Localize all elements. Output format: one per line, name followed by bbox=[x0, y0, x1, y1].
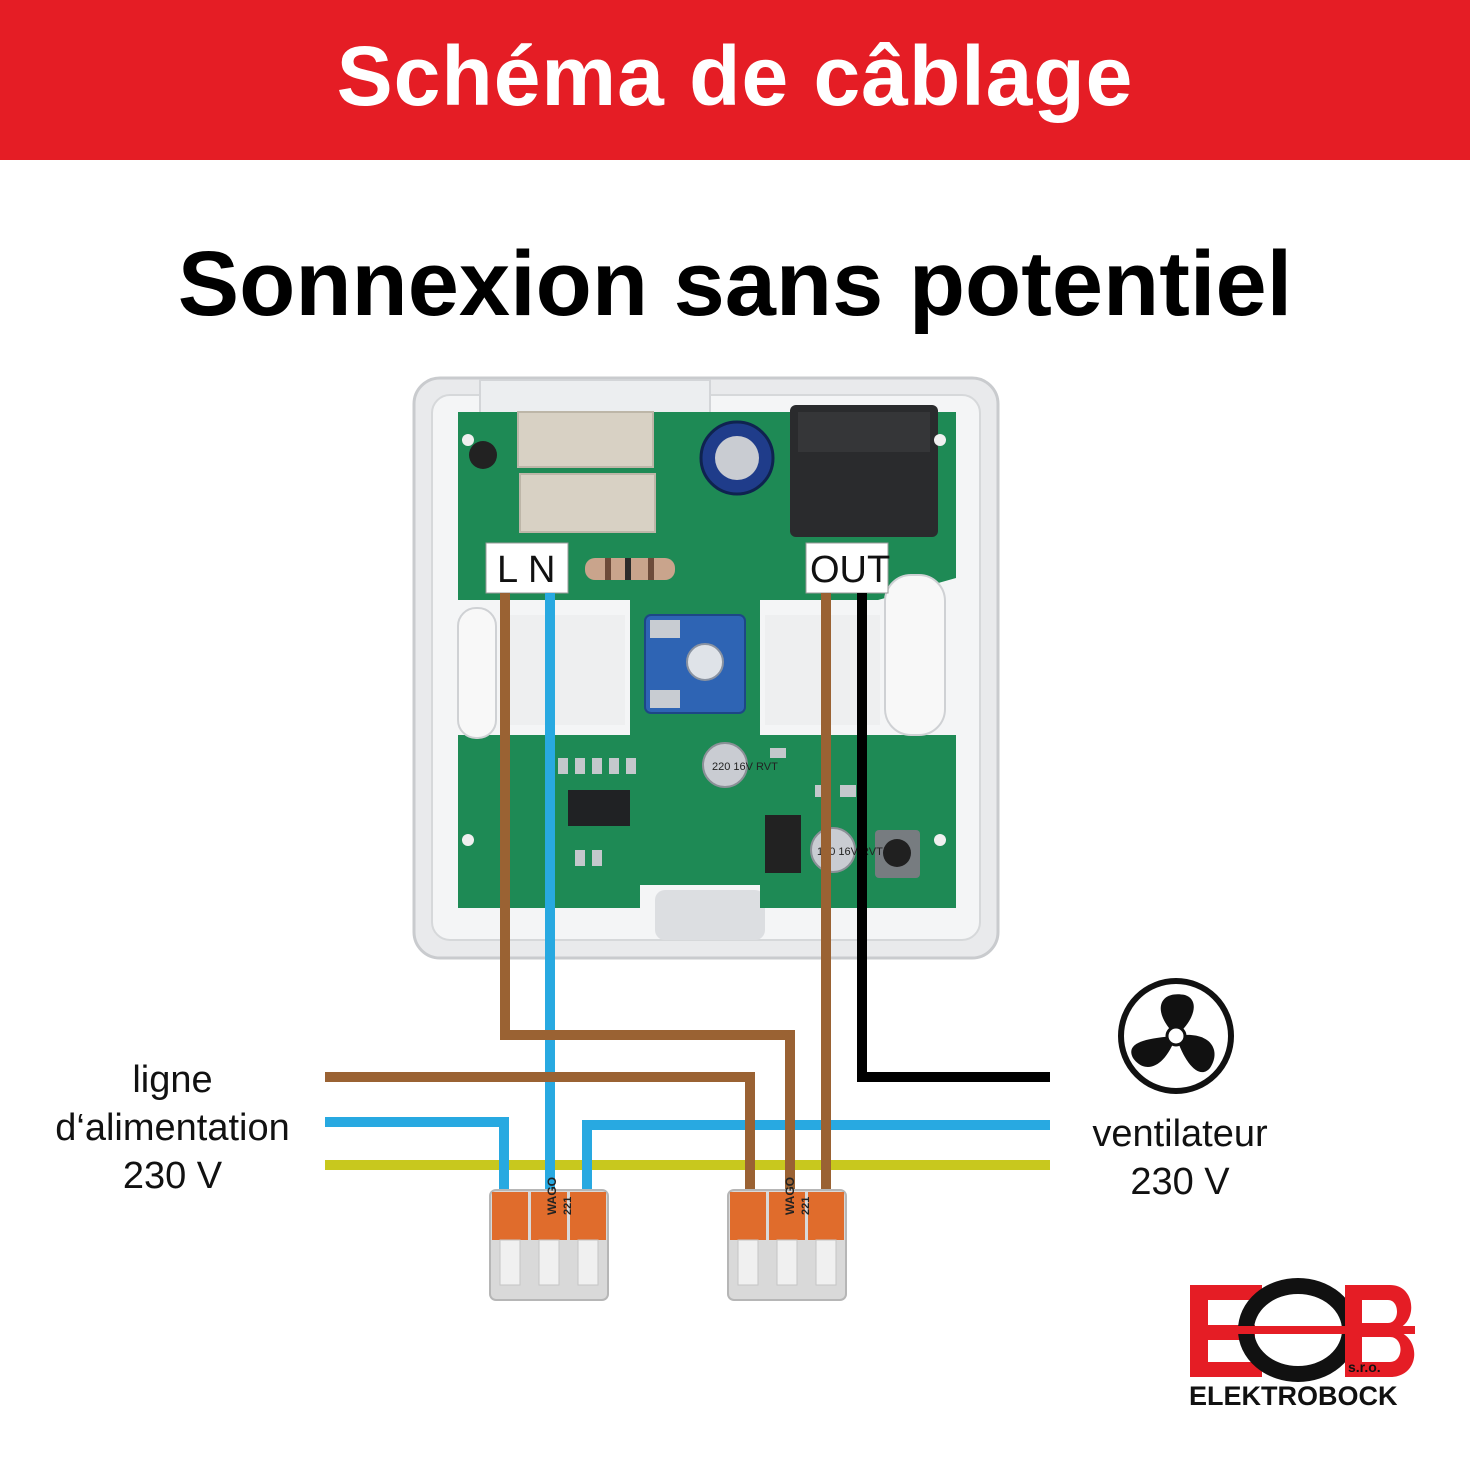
wago-model-right: 221 bbox=[800, 1197, 812, 1215]
logo-name: ELEKTROBOCK bbox=[1189, 1381, 1398, 1411]
wago-connector-left: WAGO 221 bbox=[489, 1177, 609, 1301]
wago-brand-left: WAGO bbox=[545, 1177, 559, 1215]
wire-phase-supply bbox=[325, 1072, 755, 1195]
wire-fan-black bbox=[857, 593, 1050, 1082]
elektrobock-logo: s.r.o. ELEKTROBOCK bbox=[1189, 1278, 1415, 1411]
diagram-subtitle: Sonnexion sans potentiel bbox=[177, 233, 1293, 335]
wago-brand-right: WAGO bbox=[783, 1177, 797, 1215]
wago-connector-right: WAGO 221 bbox=[727, 1177, 847, 1301]
supply-label-line3: 230 V bbox=[122, 1155, 223, 1197]
title-banner: Schéma de câblage bbox=[0, 0, 1470, 160]
terminal-out-label: OUT bbox=[810, 549, 890, 591]
page-title: Schéma de câblage bbox=[336, 29, 1134, 123]
supply-label-line1: ligne bbox=[132, 1059, 213, 1101]
fan-label-line2: 230 V bbox=[1130, 1161, 1230, 1203]
capacitor-label-1: 220 16V RVT bbox=[712, 761, 778, 773]
wago-model-left: 221 bbox=[562, 1197, 574, 1215]
terminal-l-label: L bbox=[497, 549, 518, 591]
supply-label: ligne d‘alimentation 230 V bbox=[0, 1056, 345, 1200]
supply-label-line2: d‘alimentation bbox=[55, 1107, 290, 1149]
fan-label-line1: ventilateur bbox=[1092, 1113, 1268, 1155]
wire-neutral-supply bbox=[325, 1117, 509, 1195]
wire-phase-device bbox=[500, 593, 795, 1195]
fan-icon bbox=[1118, 978, 1234, 1094]
terminal-n-label: N bbox=[528, 549, 555, 591]
logo-sro: s.r.o. bbox=[1348, 1359, 1381, 1375]
wire-neutral-fan bbox=[582, 1120, 1050, 1195]
terminal-l-n: L N bbox=[485, 542, 569, 594]
terminal-out: OUT bbox=[805, 542, 890, 594]
fan-label: ventilateur 230 V bbox=[1065, 1110, 1295, 1206]
